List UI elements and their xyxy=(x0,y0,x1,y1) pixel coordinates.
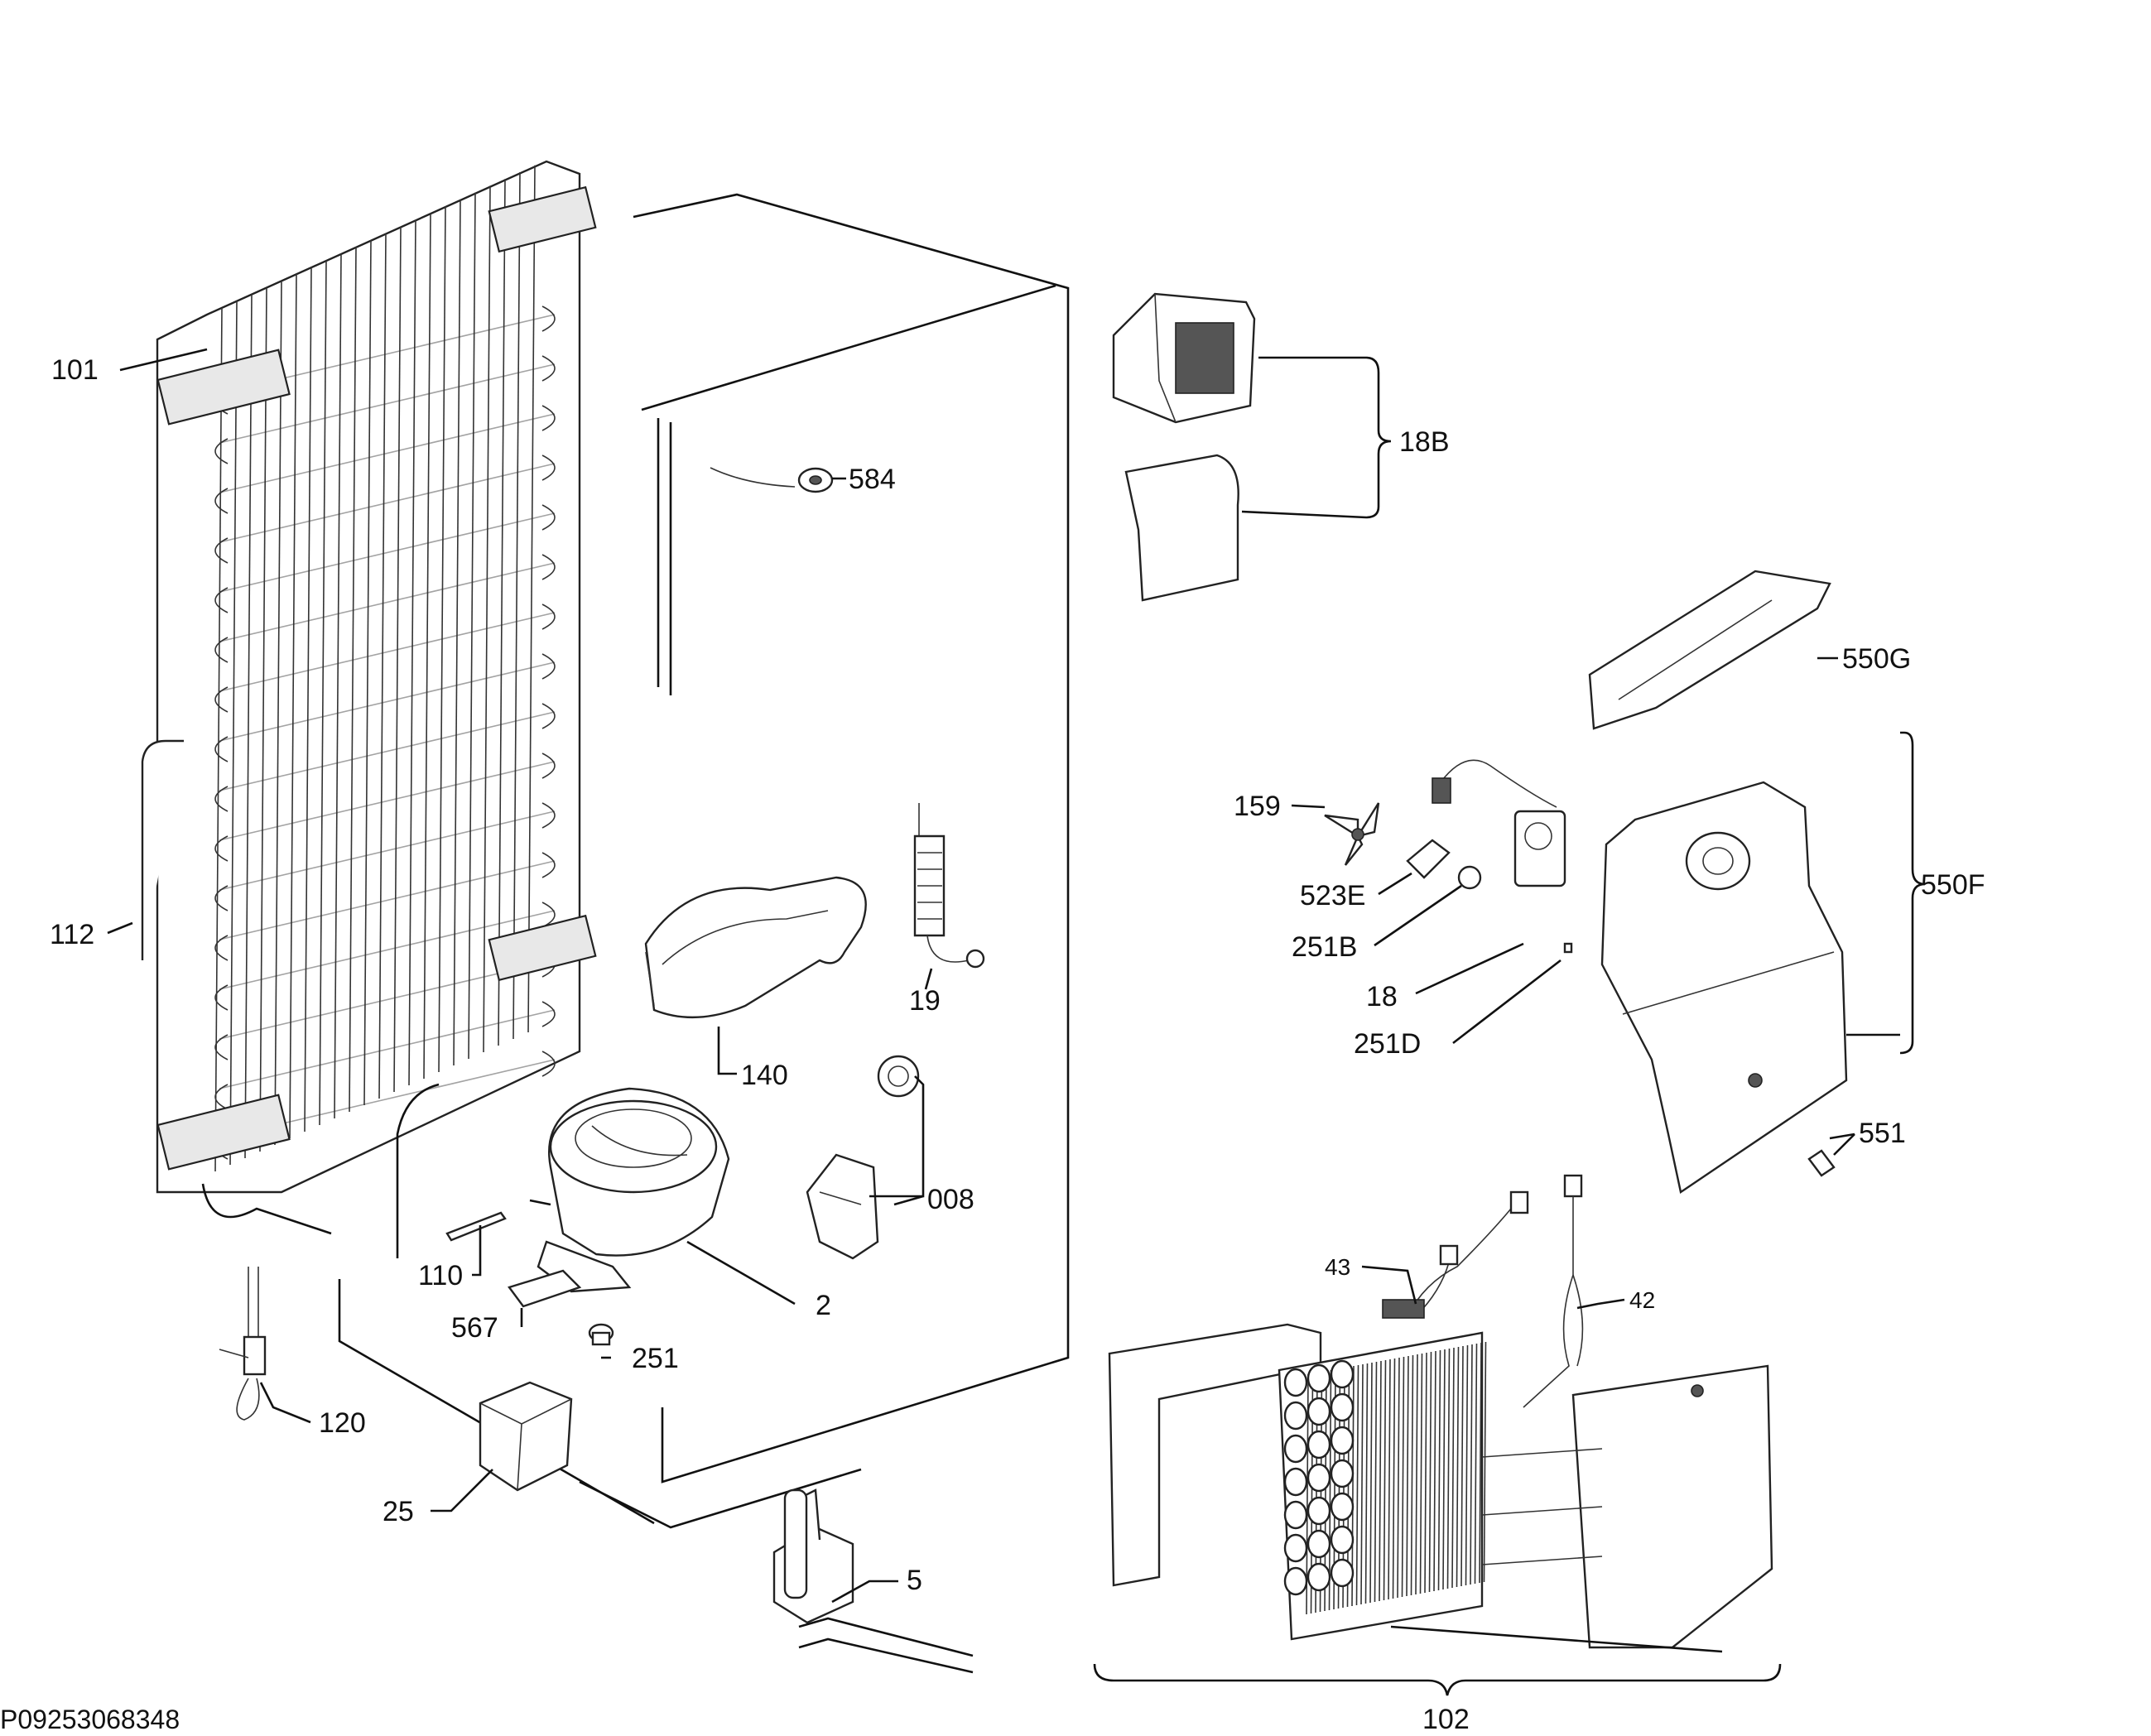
part-labels: 101 112 584 18B 550G 159 523E 251B 18 25… xyxy=(50,354,1985,1735)
label-550F: 550F xyxy=(1921,869,1985,901)
label-523E: 523E xyxy=(1300,880,1365,911)
cover-part-550G xyxy=(1588,570,1831,730)
fan-wheel-part-251B xyxy=(1457,865,1482,890)
heater-part-19 xyxy=(913,803,985,969)
diagram-reference-number: P09253068348 xyxy=(0,1705,180,1734)
label-008: 008 xyxy=(927,1184,974,1215)
box-part-25 xyxy=(479,1381,573,1492)
label-18B: 18B xyxy=(1399,426,1450,458)
evaporator-assembly-part-102 xyxy=(1108,1323,1773,1653)
fan-motor-part-18 xyxy=(1432,759,1566,887)
condenser-part-101 xyxy=(156,160,597,1258)
grommet-part-251 xyxy=(588,1323,614,1346)
fan-blade-part-159 xyxy=(1324,802,1380,866)
label-140: 140 xyxy=(741,1060,788,1091)
label-5: 5 xyxy=(907,1565,922,1596)
drain-tube-part-112 xyxy=(141,739,184,960)
label-120: 120 xyxy=(319,1407,366,1439)
label-42: 42 xyxy=(1629,1287,1655,1313)
label-159: 159 xyxy=(1234,791,1281,822)
wiring-harness-part-43 xyxy=(1382,1190,1529,1319)
leader-lines xyxy=(107,348,1926,1696)
screw-part-551 xyxy=(1807,1149,1836,1177)
control-housing-part-18B xyxy=(1112,292,1256,602)
label-19: 19 xyxy=(909,985,941,1017)
label-43: 43 xyxy=(1325,1254,1350,1280)
relay-part-008 xyxy=(806,1055,920,1260)
sensor-wire-part-42 xyxy=(1523,1174,1584,1408)
small-part-251D xyxy=(1563,942,1573,954)
label-550G: 550G xyxy=(1842,643,1911,675)
bracket-part-523E xyxy=(1406,839,1451,879)
label-551: 551 xyxy=(1859,1118,1906,1149)
sensor-part-584 xyxy=(710,467,834,493)
connector-part-120 xyxy=(219,1267,267,1421)
label-25: 25 xyxy=(383,1496,414,1527)
compressor-part-2 xyxy=(529,1087,730,1293)
plate-part-567 xyxy=(508,1269,582,1308)
label-110: 110 xyxy=(418,1260,463,1291)
fan-housing-part-550F xyxy=(1600,781,1848,1194)
label-251D: 251D xyxy=(1354,1028,1421,1060)
label-102: 102 xyxy=(1422,1704,1470,1735)
label-112: 112 xyxy=(50,919,94,950)
label-2: 2 xyxy=(816,1290,831,1321)
valve-part-5 xyxy=(772,1488,974,1674)
pin-part-110 xyxy=(445,1211,507,1242)
drip-tray-part-140 xyxy=(644,876,867,1019)
label-101: 101 xyxy=(51,354,99,386)
label-251B: 251B xyxy=(1292,931,1357,963)
label-251: 251 xyxy=(632,1343,679,1374)
label-567: 567 xyxy=(451,1312,498,1344)
label-18: 18 xyxy=(1366,981,1398,1012)
label-584: 584 xyxy=(849,464,896,495)
